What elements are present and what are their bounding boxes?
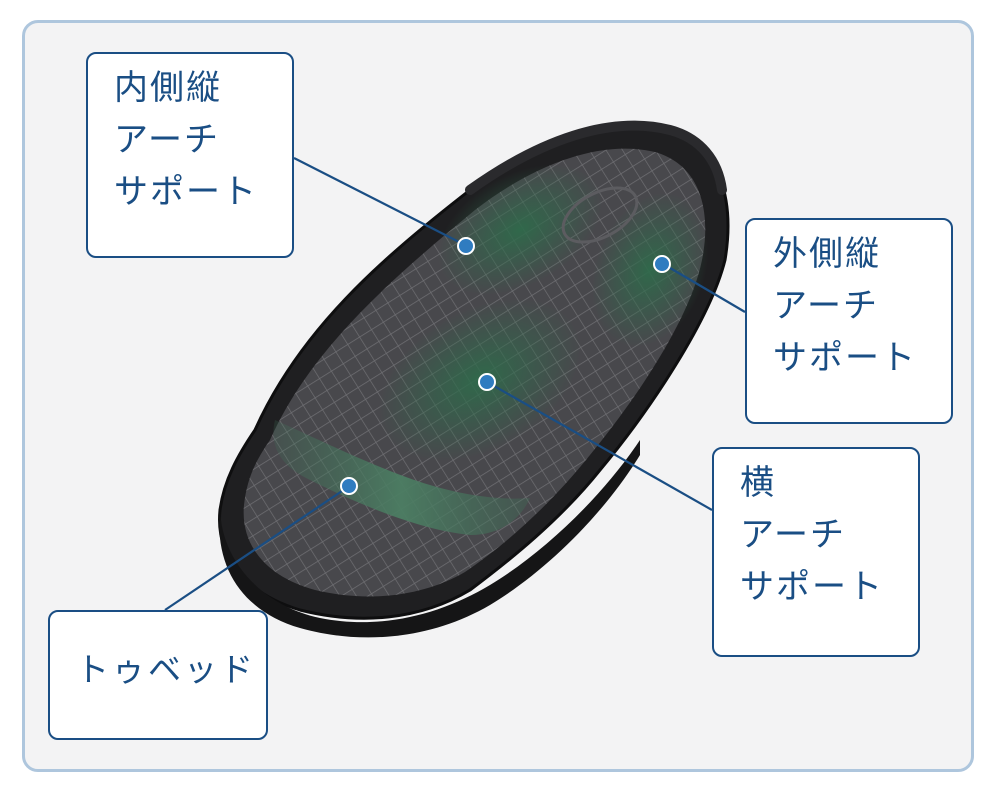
toe-dot [340,477,358,495]
lateral-arch-zone [591,192,709,348]
logo-emboss [561,186,639,244]
callout-line: サポート [740,567,884,607]
callout-line: アーチ [740,515,846,555]
leader-toe [164,486,349,611]
medial-arch-callout: 内側縦 アーチ サポート [86,52,294,258]
callout-line: 横 [740,463,776,503]
leader-lateral [664,264,746,313]
callout-line: サポート [114,172,258,212]
toe-bed-callout: トゥベッド [48,610,268,740]
callout-line: アーチ [114,120,220,160]
leader-transverse [486,381,713,511]
callout-line: アーチ [773,286,879,326]
transverse-dot [478,373,496,391]
callout-line: 外側縦 [773,234,881,274]
leader-lines [164,157,746,611]
callout-line: 内側縦 [114,68,222,108]
lateral-arch-callout: 外側縦 アーチ サポート [745,218,953,424]
sandal-edge [219,440,640,638]
callout-line: トゥベッド [76,650,256,689]
lateral-dot [653,255,671,273]
leader-dots [340,237,671,495]
heel-rim [465,120,727,195]
callout-line: サポート [773,338,917,378]
medial-arch-zone [437,164,603,296]
transverse-arch-callout: 横 アーチ サポート [712,447,920,657]
medial-dot [457,237,475,255]
toe-bed-ridge [273,420,530,535]
leader-medial [293,157,464,245]
